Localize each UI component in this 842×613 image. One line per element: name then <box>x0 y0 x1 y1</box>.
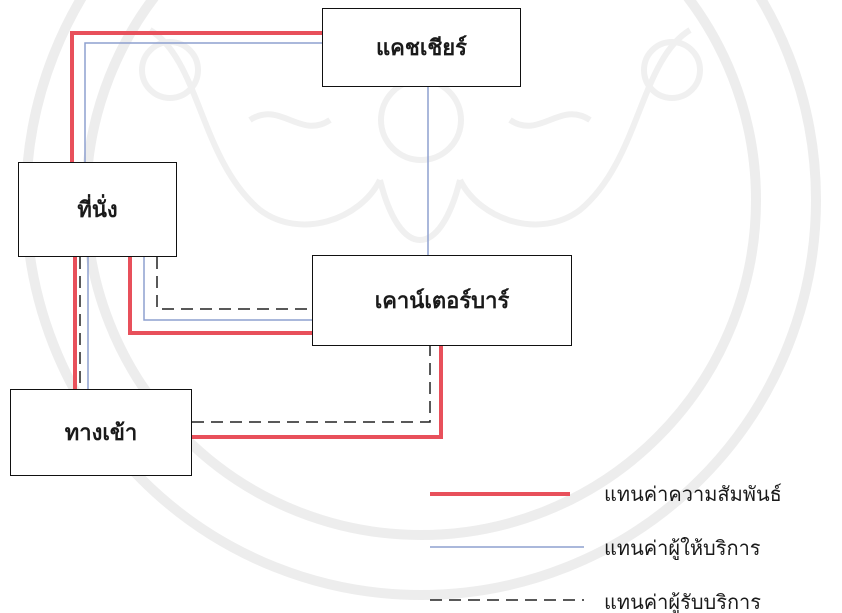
provider-line-seating-counter <box>143 257 312 321</box>
provider-line-cashier-seating <box>84 42 322 162</box>
legend-recipient-label: แทนค่าผู้รับบริการ <box>604 590 762 613</box>
legend-relationship-label: แทนค่าความสัมพันธ์ <box>604 482 782 506</box>
relationship-line-cashier-seating <box>70 31 322 162</box>
relationship-line-seating-counter <box>128 257 312 335</box>
seating-box: ที่นั่ง <box>18 162 177 257</box>
seating-label: ที่นั่ง <box>77 197 118 223</box>
bar-counter-label: เคาน์เตอร์บาร์ <box>374 288 510 314</box>
legend-recipient-swatch <box>430 599 584 601</box>
relationship-line-counter-entrance <box>192 346 443 439</box>
entrance-box: ทางเข้า <box>10 389 192 476</box>
cashier-label: แคชเชียร์ <box>376 35 467 61</box>
legend-provider-swatch <box>430 546 584 548</box>
recipient-line-entrance-counter <box>192 346 431 423</box>
cashier-box: แคชเชียร์ <box>322 8 521 87</box>
legend-relationship-swatch <box>430 492 570 496</box>
legend-provider-label: แทนค่าผู้ให้บริการ <box>604 536 761 560</box>
recipient-line-seating-counter <box>156 257 312 310</box>
entrance-label: ทางเข้า <box>64 420 138 446</box>
bar-counter-box: เคาน์เตอร์บาร์ <box>312 255 572 346</box>
